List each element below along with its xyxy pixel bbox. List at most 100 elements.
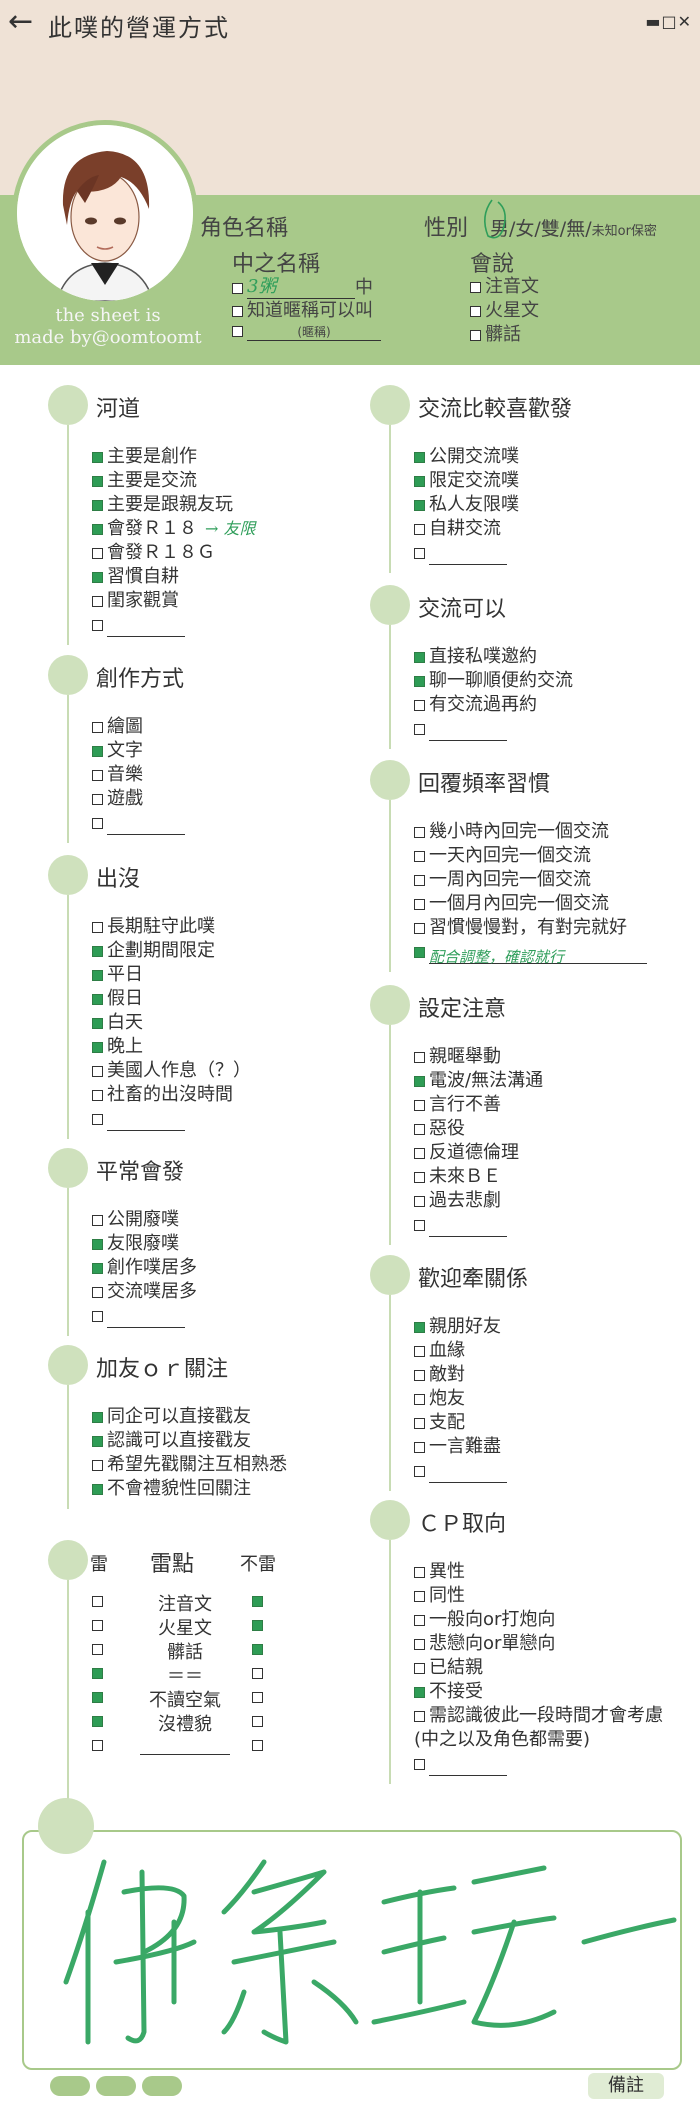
page-pill-2[interactable]: [96, 2076, 136, 2096]
checklist-item[interactable]: 一周內回完一個交流: [414, 868, 591, 892]
blank-line[interactable]: [107, 1112, 185, 1131]
checkbox[interactable]: [414, 1758, 425, 1770]
checkbox[interactable]: [92, 769, 103, 781]
checkbox-checked[interactable]: [92, 1238, 103, 1250]
checklist-item[interactable]: 閨家觀賞: [92, 589, 179, 613]
bulei-checkbox[interactable]: [252, 1644, 263, 1655]
bulei-checkbox[interactable]: [252, 1620, 263, 1631]
window-controls[interactable]: ▬□✕: [645, 12, 692, 31]
checkbox-checked[interactable]: [92, 969, 103, 981]
checkbox-checked[interactable]: [414, 1321, 425, 1333]
checklist-item[interactable]: 白天: [92, 1011, 143, 1035]
checklist-item[interactable]: 一言難盡: [414, 1435, 501, 1459]
checkbox-checked[interactable]: [92, 1041, 103, 1053]
checkbox-checked[interactable]: [92, 1411, 103, 1423]
checklist-item[interactable]: 血緣: [414, 1339, 465, 1363]
checklist-item[interactable]: 公開廢噗: [92, 1208, 179, 1232]
checkbox[interactable]: [92, 619, 103, 631]
checklist-item[interactable]: 一般向or打炮向: [414, 1608, 555, 1632]
blank-line[interactable]: [107, 1309, 185, 1328]
speak-option-1[interactable]: 注音文: [470, 272, 539, 298]
blank-line[interactable]: [429, 546, 507, 565]
checklist-item[interactable]: 私人友限噗: [414, 493, 519, 517]
checkbox[interactable]: [414, 1393, 425, 1405]
checkbox[interactable]: [414, 1369, 425, 1381]
checkbox-checked[interactable]: [92, 523, 103, 535]
checkbox[interactable]: [414, 826, 425, 838]
checklist-item[interactable]: 同性: [414, 1584, 465, 1608]
bulei-checkbox[interactable]: [252, 1740, 263, 1751]
checklist-item[interactable]: 自耕交流: [414, 517, 501, 541]
checkbox[interactable]: [92, 817, 103, 829]
checklist-item[interactable]: 需認識彼此一段時間才會考慮: [414, 1704, 663, 1728]
checklist-item[interactable]: 幾小時內回完一個交流: [414, 820, 609, 844]
checkbox-checked[interactable]: [414, 451, 425, 463]
blank-line[interactable]: [429, 1218, 507, 1237]
checklist-item[interactable]: 習慣自耕: [92, 565, 179, 589]
checkbox-checked[interactable]: [414, 499, 425, 511]
checklist-item[interactable]: 炮友: [414, 1387, 465, 1411]
alias-option-3[interactable]: (暱稱): [232, 320, 381, 341]
lei-checkbox[interactable]: [92, 1620, 103, 1631]
checklist-item[interactable]: 美國人作息（？）: [92, 1059, 251, 1083]
checklist-item[interactable]: [414, 1752, 507, 1776]
checkbox-checked[interactable]: [414, 675, 425, 687]
blank-line[interactable]: [429, 722, 507, 741]
checkbox[interactable]: [414, 1465, 425, 1477]
checklist-item[interactable]: [92, 811, 185, 835]
checkbox-checked[interactable]: [414, 946, 425, 958]
blank-line[interactable]: [107, 816, 185, 835]
lei-checkbox[interactable]: [92, 1644, 103, 1655]
checklist-item[interactable]: 悲戀向or單戀向: [414, 1632, 555, 1656]
checkbox[interactable]: [414, 922, 425, 934]
checklist-item[interactable]: 主要是交流: [92, 469, 197, 493]
checkbox[interactable]: [92, 1459, 103, 1471]
checklist-item[interactable]: 繪圖: [92, 715, 143, 739]
checkbox[interactable]: [92, 921, 103, 933]
checkbox[interactable]: [92, 1214, 103, 1226]
checkbox[interactable]: [414, 523, 425, 535]
checkbox[interactable]: [414, 1417, 425, 1429]
checkbox[interactable]: [414, 1441, 425, 1453]
lei-checkbox[interactable]: [92, 1668, 103, 1679]
checklist-item[interactable]: [414, 717, 507, 741]
checklist-item[interactable]: [414, 1213, 507, 1237]
checkbox[interactable]: [232, 282, 243, 294]
bulei-checkbox[interactable]: [252, 1692, 263, 1703]
checklist-item[interactable]: (中之以及角色都需要): [414, 1728, 590, 1752]
checkbox-checked[interactable]: [92, 499, 103, 511]
checklist-item[interactable]: 同企可以直接戳友: [92, 1405, 251, 1429]
checkbox-checked[interactable]: [92, 1017, 103, 1029]
gender-options[interactable]: 男/女/雙/無/未知or保密: [490, 214, 657, 241]
checklist-item[interactable]: 友限廢噗: [92, 1232, 179, 1256]
lei-checkbox[interactable]: [92, 1596, 103, 1607]
checkbox[interactable]: [414, 1345, 425, 1357]
checkbox[interactable]: [414, 850, 425, 862]
checklist-item[interactable]: 希望先戳關注互相熟悉: [92, 1453, 287, 1477]
checkbox[interactable]: [470, 305, 481, 317]
checkbox-checked[interactable]: [92, 993, 103, 1005]
checklist-item[interactable]: 有交流過再約: [414, 693, 537, 717]
speak-option-2[interactable]: 火星文: [470, 296, 539, 322]
checkbox[interactable]: [414, 1147, 425, 1159]
checkbox[interactable]: [414, 699, 425, 711]
checklist-item[interactable]: 遊戲: [92, 787, 143, 811]
checkbox[interactable]: [414, 1590, 425, 1602]
checklist-item[interactable]: 企劃期間限定: [92, 939, 215, 963]
checklist-item[interactable]: 音樂: [92, 763, 143, 787]
checklist-item[interactable]: 聊一聊順便約交流: [414, 669, 573, 693]
checklist-item[interactable]: [92, 1304, 185, 1328]
checkbox[interactable]: [92, 547, 103, 559]
checkbox-checked[interactable]: [92, 745, 103, 757]
checklist-item[interactable]: [92, 613, 185, 637]
checklist-item[interactable]: 親暱舉動: [414, 1045, 501, 1069]
arrow-left-icon[interactable]: ←: [8, 4, 34, 39]
checklist-item[interactable]: [414, 1459, 507, 1483]
checklist-item[interactable]: 會發Ｒ１８→ 友限: [92, 517, 256, 541]
checklist-item[interactable]: 限定交流噗: [414, 469, 519, 493]
checkbox[interactable]: [414, 1123, 425, 1135]
checklist-item[interactable]: 長期駐守此噗: [92, 915, 215, 939]
checkbox-checked[interactable]: [92, 1483, 103, 1495]
checkbox-checked[interactable]: [92, 1262, 103, 1274]
checkbox[interactable]: [92, 721, 103, 733]
